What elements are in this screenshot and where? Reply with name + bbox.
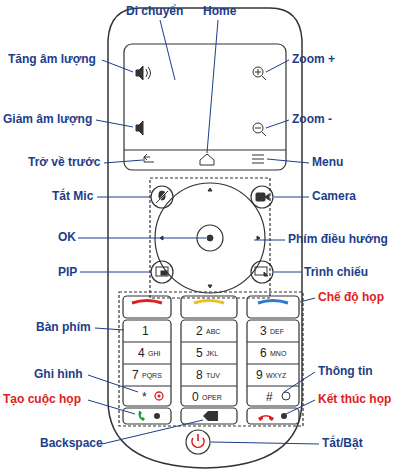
- key-label: 1: [142, 324, 149, 338]
- callout-label: Camera: [312, 189, 356, 203]
- key-label: 3: [260, 324, 267, 338]
- key-label: TUV: [206, 372, 220, 380]
- callout-label: Trở về trước: [28, 155, 100, 169]
- key-label: PQRS: [142, 372, 162, 380]
- callout-label: Bàn phím: [36, 320, 91, 334]
- callout-label: PIP: [58, 265, 77, 279]
- key-label: 2: [196, 324, 203, 338]
- key-label: 8: [196, 368, 203, 382]
- key-label: WXYZ: [266, 372, 286, 380]
- key-label: JKL: [206, 350, 218, 358]
- key-label: DEF: [270, 328, 284, 336]
- callout-label: Phím điều hướng: [288, 232, 388, 246]
- key-label: OPER: [202, 394, 222, 402]
- callout-label: Giảm âm lượng: [3, 112, 92, 126]
- key-label: ABC: [206, 328, 220, 336]
- callout-label: Ghi hình: [34, 367, 83, 381]
- callout-label: Thông tin: [318, 364, 373, 378]
- key-label: 6: [260, 346, 267, 360]
- key-label: MNO: [270, 350, 286, 358]
- callout-label: Backspace: [40, 436, 103, 450]
- callout-label: Tạo cuộc họp: [3, 392, 81, 406]
- key-label: 7: [132, 368, 139, 382]
- callout-label: Kết thúc họp: [318, 392, 391, 406]
- callout-label: Tắt/Bật: [322, 436, 363, 450]
- callout-label: Tăng âm lượng: [8, 52, 96, 66]
- key-label: 5: [196, 346, 203, 360]
- callout-label: Zoom +: [292, 52, 335, 66]
- callout-label: Tắt Mic: [52, 189, 93, 203]
- key-label: 0: [192, 390, 199, 404]
- callout-label: Menu: [312, 155, 343, 169]
- callout-label: Zoom -: [292, 112, 332, 126]
- key-label: *: [142, 390, 147, 404]
- key-label: 9: [256, 368, 263, 382]
- key-label: GHI: [148, 350, 160, 358]
- callout-label: Trình chiếu: [304, 265, 368, 279]
- key-label: 4: [138, 346, 145, 360]
- callout-label: OK: [58, 230, 76, 244]
- callout-label: Di chuyển: [126, 4, 183, 18]
- callout-label: Chế độ họp: [318, 290, 384, 304]
- key-label: #: [266, 390, 273, 404]
- callout-label: Home: [203, 4, 236, 18]
